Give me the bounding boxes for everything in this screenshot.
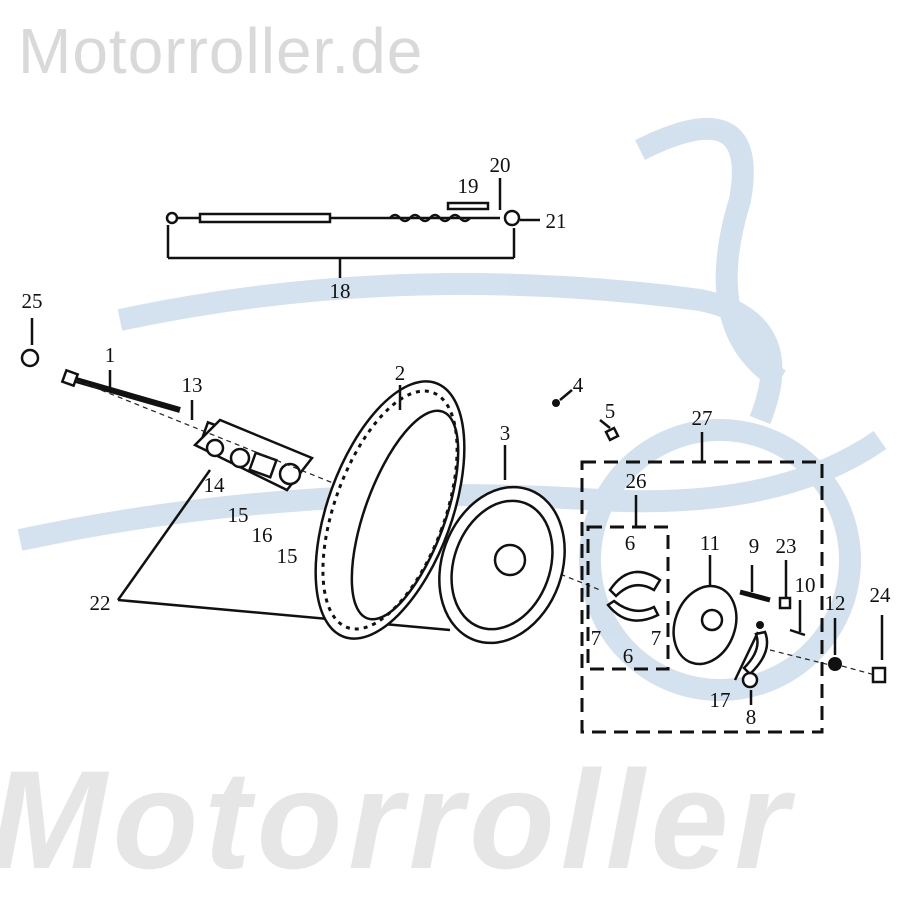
label-18: 18 bbox=[330, 279, 351, 303]
label-13: 13 bbox=[182, 373, 203, 397]
brake-shoes bbox=[606, 570, 662, 622]
watermark-top: Motorroller.de bbox=[18, 15, 424, 87]
label-5: 5 bbox=[605, 399, 616, 423]
label-8: 8 bbox=[746, 705, 757, 729]
label-22: 22 bbox=[90, 591, 111, 615]
label-12: 12 bbox=[825, 591, 846, 615]
label-26: 26 bbox=[626, 469, 647, 493]
label-17: 17 bbox=[710, 688, 731, 712]
label-23: 23 bbox=[776, 534, 797, 558]
label-11: 11 bbox=[700, 531, 720, 555]
label-25: 25 bbox=[22, 289, 43, 313]
brake-panel bbox=[672, 555, 887, 705]
label-10: 10 bbox=[795, 573, 816, 597]
label-15a: 15 bbox=[228, 503, 249, 527]
label-7b: 7 bbox=[651, 626, 662, 650]
label-16: 16 bbox=[252, 523, 273, 547]
label-4: 4 bbox=[573, 373, 584, 397]
label-1: 1 bbox=[105, 343, 116, 367]
speedometer-cable bbox=[165, 178, 540, 278]
label-3: 3 bbox=[500, 421, 511, 445]
label-2: 2 bbox=[395, 361, 406, 385]
label-6a: 6 bbox=[625, 531, 636, 555]
label-24: 24 bbox=[870, 583, 892, 607]
label-6b: 6 bbox=[623, 644, 634, 668]
watermark-large: Motorroller bbox=[0, 741, 795, 898]
label-7a: 7 bbox=[591, 626, 602, 650]
label-27: 27 bbox=[692, 406, 713, 430]
label-21: 21 bbox=[546, 209, 567, 233]
rim bbox=[438, 389, 620, 645]
label-15b: 15 bbox=[277, 544, 298, 568]
tire bbox=[314, 380, 466, 640]
label-14: 14 bbox=[204, 473, 226, 497]
part-labels: 1 2 3 4 5 6 6 7 7 8 9 10 11 12 13 14 15 … bbox=[22, 153, 892, 729]
label-20: 20 bbox=[490, 153, 511, 177]
label-9: 9 bbox=[749, 534, 760, 558]
label-19: 19 bbox=[458, 174, 479, 198]
